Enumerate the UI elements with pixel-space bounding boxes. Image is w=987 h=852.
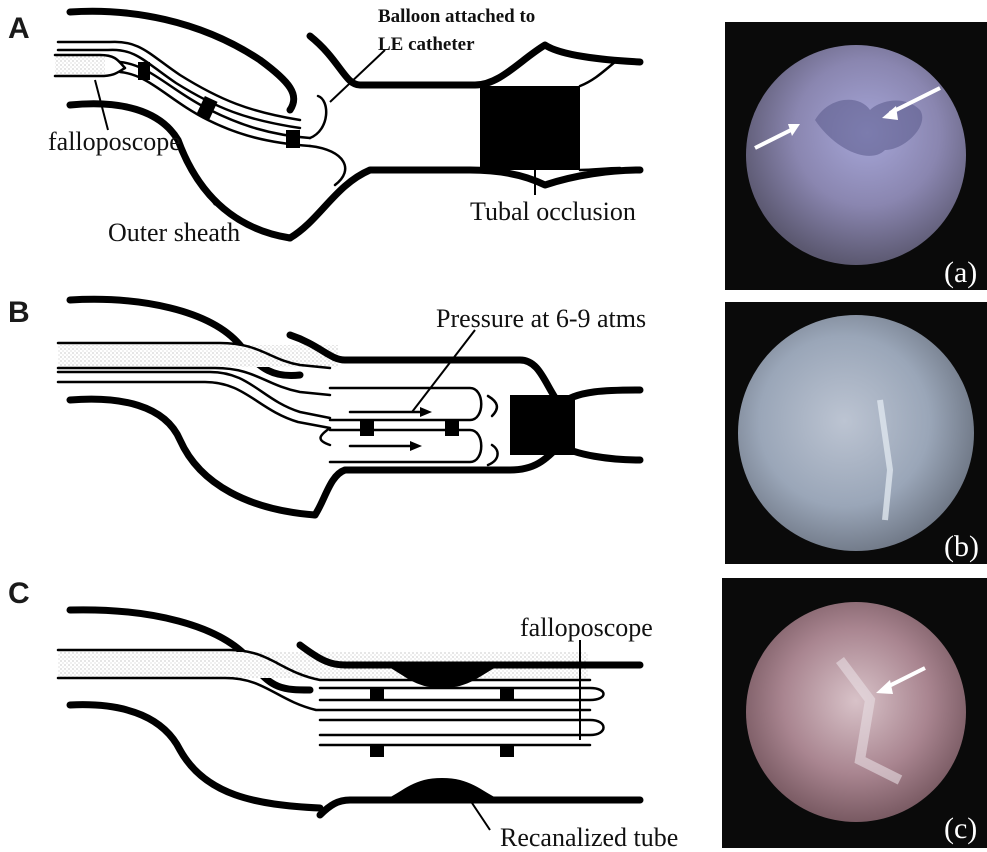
marker-b2 <box>445 420 459 436</box>
label-pressure: Pressure at 6-9 atms <box>436 304 646 333</box>
arrowhead-lower-b <box>410 441 422 451</box>
panel-a: A Balloon attached to LE catheter fallop… <box>8 6 640 247</box>
tube-funnel-lower-b <box>315 445 640 515</box>
balloon-upper-b <box>330 388 481 420</box>
panel-letter-c: C <box>8 577 30 610</box>
occlusion-block-b <box>510 395 575 455</box>
panel-b: B Pressure at 6-9 atms <box>8 296 646 515</box>
photo-a: (a) <box>725 22 987 290</box>
catheter-b <box>58 372 330 445</box>
falloposcope-c <box>320 688 604 745</box>
marker-a1 <box>138 62 150 80</box>
leader-pressure-b <box>412 330 475 412</box>
panel-letter-a: A <box>8 12 30 45</box>
tube-funnel-lower-c <box>320 800 640 815</box>
marker-c4 <box>500 745 514 757</box>
leader-recanalized-c <box>470 800 490 830</box>
label-recanalized: Recanalized tube <box>500 823 678 852</box>
falloposcope-fill-a <box>55 54 105 76</box>
occlusion-block-a <box>480 86 580 170</box>
label-outer-sheath: Outer sheath <box>108 218 240 247</box>
tube-funnel-upper-b <box>290 335 640 405</box>
panel-c: C falloposcope Recanalized tube <box>8 577 678 852</box>
arrow-curve-upper-b <box>488 396 497 416</box>
photo-c: (c) <box>722 578 987 848</box>
marker-b1 <box>360 420 374 436</box>
tube-lower-wall-b <box>70 399 315 515</box>
photo-b-caption: (b) <box>944 530 979 563</box>
photo-a-caption: (a) <box>944 256 977 289</box>
photo-a-view <box>746 45 966 265</box>
tube-funnel-upper-a <box>310 36 640 85</box>
photo-b: (b) <box>725 302 987 564</box>
label-balloon-line2: LE catheter <box>378 34 475 55</box>
marker-a3 <box>286 130 300 148</box>
label-falloposcope-a: falloposcope <box>48 127 181 156</box>
label-balloon-line1: Balloon attached to <box>378 6 535 27</box>
photo-b-view <box>738 315 974 551</box>
label-tubal-occlusion: Tubal occlusion <box>470 197 636 226</box>
balloon-a <box>310 96 345 185</box>
label-falloposcope-c: falloposcope <box>520 613 653 642</box>
arrow-curve-lower-b <box>488 445 498 465</box>
leader-sheath-a <box>195 175 215 205</box>
tube-lower-wall-c <box>70 705 320 808</box>
photo-c-view <box>746 602 966 822</box>
occlusion-flare-a <box>580 62 620 170</box>
leader-balloon-a <box>330 50 385 102</box>
arrowhead-upper-b <box>420 407 432 417</box>
constriction-lower-c <box>385 778 500 800</box>
marker-c2 <box>500 688 514 700</box>
marker-c1 <box>370 688 384 700</box>
marker-c3 <box>370 745 384 757</box>
photo-c-caption: (c) <box>944 812 977 845</box>
panel-letter-b: B <box>8 296 30 329</box>
